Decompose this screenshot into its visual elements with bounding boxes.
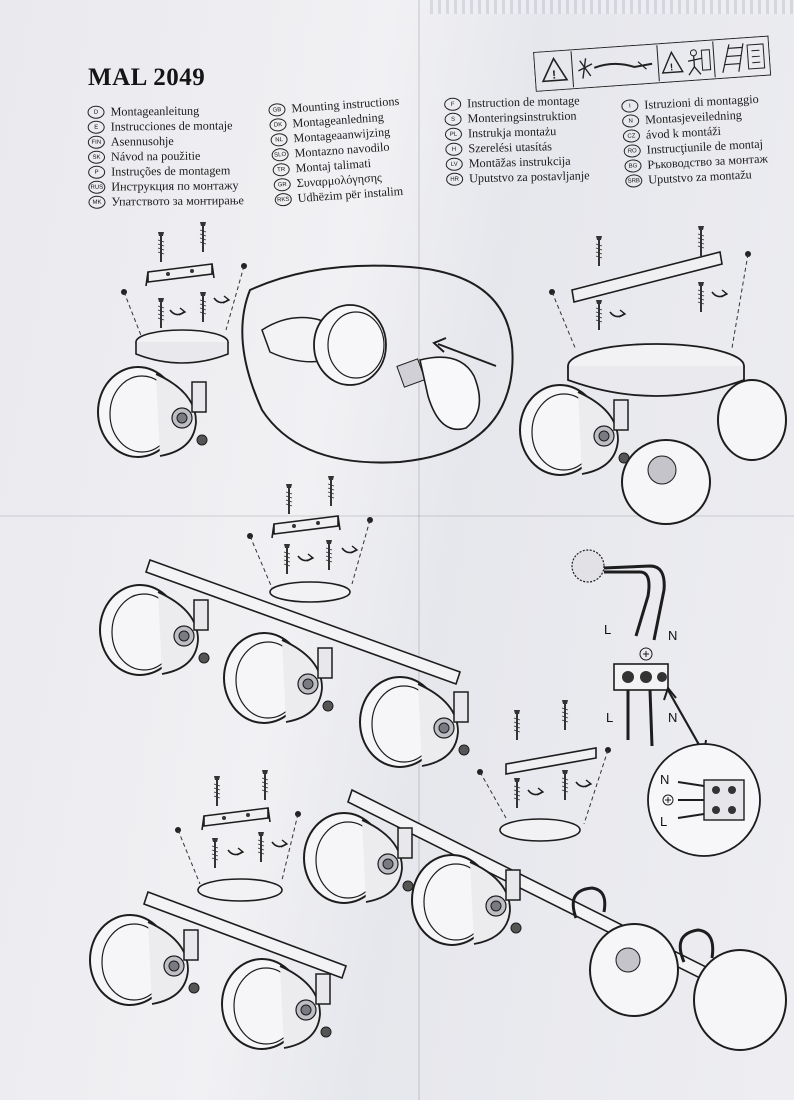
paper-fold-horizontal (0, 515, 794, 517)
wire-label-neutral-2: N (668, 710, 677, 725)
ground-symbol-icon (662, 794, 674, 806)
warning-installer-icon: ! (661, 49, 712, 76)
paper-fold-vertical (418, 0, 420, 1100)
zoom-label-live: L (660, 814, 667, 829)
insert-arrow-icon (437, 343, 497, 367)
no-ladder-icon (722, 43, 766, 73)
figure-single-spotlight (97, 221, 247, 458)
svg-text:!: ! (552, 67, 557, 81)
warning-triangle-icon: ! (541, 56, 569, 83)
warning-icon-strip: ! ! (533, 35, 772, 92)
wire-label-neutral: N (668, 628, 677, 643)
figure-bulb-replacement (241, 264, 514, 464)
terminal-block-icon (613, 647, 669, 691)
no-cable-damage-icon (578, 58, 653, 79)
figure-round-plate-3-spots (519, 225, 787, 525)
svg-text:!: ! (670, 62, 674, 73)
double-arrow-icon (667, 689, 703, 751)
paper-top-print-edge (430, 0, 794, 14)
light-bulb-icon (396, 356, 481, 431)
model-title: MAL 2049 (88, 64, 206, 91)
figure-bar-4-spots (303, 699, 787, 1051)
figure-bar-3-spots (99, 475, 470, 768)
wire-label-live-2: L (606, 710, 613, 725)
figure-wiring: L N L N N L (571, 549, 761, 857)
figure-bar-2-spots (89, 769, 348, 1050)
wire-end-icon (571, 549, 605, 583)
zoom-label-neutral: N (660, 772, 669, 787)
wire-label-live: L (604, 622, 611, 637)
